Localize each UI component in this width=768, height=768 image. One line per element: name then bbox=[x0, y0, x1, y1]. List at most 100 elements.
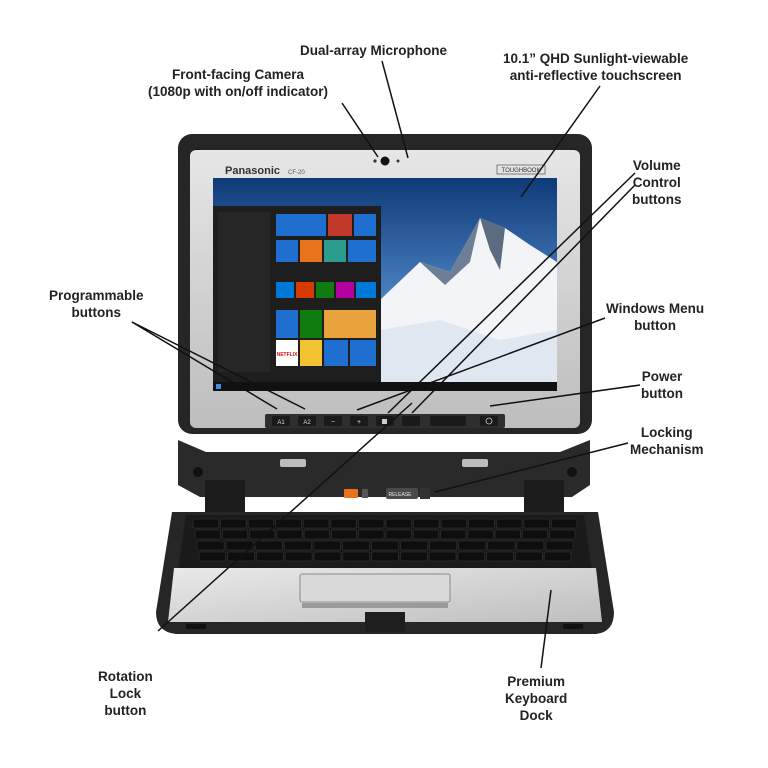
netflix-tile-text: NETFLIX bbox=[277, 352, 298, 358]
volume-down-button[interactable] bbox=[324, 416, 342, 426]
microphone bbox=[396, 159, 400, 163]
toughbook-badge-text: TOUGHBOOK bbox=[502, 168, 541, 174]
label-line: Mechanism bbox=[630, 442, 704, 457]
keyboard-key[interactable] bbox=[496, 518, 523, 529]
power-button[interactable] bbox=[480, 416, 498, 426]
keyboard-key[interactable] bbox=[276, 529, 303, 540]
keyboard-key[interactable] bbox=[429, 540, 457, 551]
keyboard-key[interactable] bbox=[371, 551, 399, 562]
label-line: button bbox=[641, 386, 683, 401]
label-keyboard: Premium Keyboard Dock bbox=[505, 673, 567, 724]
keyboard-key[interactable] bbox=[222, 529, 248, 540]
windows-icon bbox=[382, 419, 387, 424]
docking-pin bbox=[462, 459, 488, 467]
keyboard-key[interactable] bbox=[440, 518, 467, 529]
label-locking: Locking Mechanism bbox=[630, 424, 704, 458]
keyboard-key[interactable] bbox=[385, 529, 412, 540]
touchpad-buttons[interactable] bbox=[302, 603, 448, 608]
brand-logo: Panasonic bbox=[225, 165, 280, 177]
label-line: anti-reflective touchscreen bbox=[509, 68, 682, 83]
leader-screen bbox=[520, 85, 601, 198]
keyboard-key[interactable] bbox=[400, 551, 428, 562]
keyboard-key[interactable] bbox=[551, 518, 578, 529]
model-label: CF-20 bbox=[288, 170, 305, 176]
leader-windows-menu bbox=[356, 317, 606, 411]
label-screen: 10.1” QHD Sunlight-viewable anti-reflect… bbox=[503, 50, 688, 84]
keyboard-key[interactable] bbox=[400, 540, 428, 551]
keyboard-key[interactable] bbox=[303, 529, 330, 540]
keyboard-key[interactable] bbox=[285, 551, 313, 562]
keyboard-key[interactable] bbox=[467, 529, 494, 540]
label-line: (1080p with on/off indicator) bbox=[148, 84, 329, 99]
label-line: Premium bbox=[507, 674, 566, 689]
keyboard-key[interactable] bbox=[549, 529, 576, 540]
keyboard-key[interactable] bbox=[192, 518, 219, 529]
leader-rotation-lock bbox=[157, 402, 413, 632]
label-power: Power button bbox=[641, 368, 683, 402]
label-line: Dock bbox=[519, 708, 553, 723]
keyboard-key[interactable] bbox=[428, 551, 457, 562]
keyboard-key[interactable] bbox=[413, 529, 439, 540]
keyboard-key[interactable] bbox=[275, 518, 302, 529]
keyboard-key[interactable] bbox=[458, 540, 487, 551]
label-line: Front-facing Camera bbox=[171, 67, 305, 82]
leader-keyboard bbox=[540, 589, 552, 669]
keyboard-key[interactable] bbox=[487, 540, 516, 551]
front-camera bbox=[380, 156, 390, 166]
label-line: Rotation bbox=[98, 669, 153, 684]
keyboard-key[interactable] bbox=[522, 529, 548, 540]
keyboard-key[interactable] bbox=[486, 551, 514, 562]
keyboard-key[interactable] bbox=[247, 518, 274, 529]
release-latch[interactable] bbox=[386, 488, 418, 499]
keyboard-key[interactable] bbox=[331, 529, 357, 540]
keyboard-key[interactable] bbox=[358, 518, 385, 529]
keyboard-key[interactable] bbox=[358, 529, 385, 540]
keyboard-key[interactable] bbox=[516, 540, 545, 551]
taskbar bbox=[213, 382, 557, 391]
keyboard-key[interactable] bbox=[330, 518, 357, 529]
programmable-button-a1[interactable] bbox=[272, 416, 290, 426]
keyboard-key[interactable] bbox=[494, 529, 521, 540]
programmable-button-a2[interactable] bbox=[298, 416, 316, 426]
keyboard-key[interactable] bbox=[254, 540, 283, 551]
keyboard-key[interactable] bbox=[515, 551, 543, 562]
tablet: NETFLIX Panasonic CF-20 TOUGHBOOK A1 A2 … bbox=[178, 134, 592, 434]
keyboard-key[interactable] bbox=[457, 551, 485, 562]
keyboard-key[interactable] bbox=[371, 540, 399, 551]
keyboard-key[interactable] bbox=[440, 529, 467, 540]
tablet-hardware-buttons bbox=[272, 416, 498, 426]
label-line: Programmable bbox=[49, 288, 144, 303]
label-line: Control bbox=[632, 175, 681, 190]
keyboard-key[interactable] bbox=[313, 540, 341, 551]
keyboard-key[interactable] bbox=[545, 540, 574, 551]
keyboard-key[interactable] bbox=[198, 551, 227, 562]
keyboard-key[interactable] bbox=[196, 540, 225, 551]
keyboard-key[interactable] bbox=[256, 551, 284, 562]
release-label: RELEASE bbox=[388, 492, 412, 498]
windows-start-icon bbox=[216, 384, 221, 389]
label-microphone: Dual-array Microphone bbox=[300, 42, 447, 59]
keyboard-key[interactable] bbox=[220, 518, 247, 529]
volume-up-button[interactable] bbox=[350, 416, 368, 426]
keyboard-key[interactable] bbox=[385, 518, 412, 529]
keyboard-key[interactable] bbox=[543, 551, 572, 562]
leader-volume-1 bbox=[387, 172, 636, 414]
keyboard-key[interactable] bbox=[194, 529, 221, 540]
label-line: Keyboard bbox=[505, 691, 568, 706]
keyboard-key[interactable] bbox=[468, 518, 495, 529]
label-line: Lock bbox=[109, 686, 142, 701]
keyboard-key[interactable] bbox=[342, 551, 370, 562]
keyboard-key[interactable] bbox=[313, 551, 342, 562]
label-rotation: Rotation Lock button bbox=[98, 668, 153, 719]
keyboard-key[interactable] bbox=[283, 540, 312, 551]
keyboard-key[interactable] bbox=[303, 518, 330, 529]
keyboard-key[interactable] bbox=[342, 540, 370, 551]
indicator-group bbox=[430, 416, 466, 426]
power-icon bbox=[485, 417, 493, 425]
keyboard-key[interactable] bbox=[413, 518, 440, 529]
dock-latch bbox=[365, 612, 405, 632]
keyboard-key[interactable] bbox=[523, 518, 550, 529]
touchpad[interactable] bbox=[299, 573, 451, 603]
rotation-lock-button[interactable] bbox=[402, 416, 420, 426]
docking-pin bbox=[280, 459, 306, 467]
